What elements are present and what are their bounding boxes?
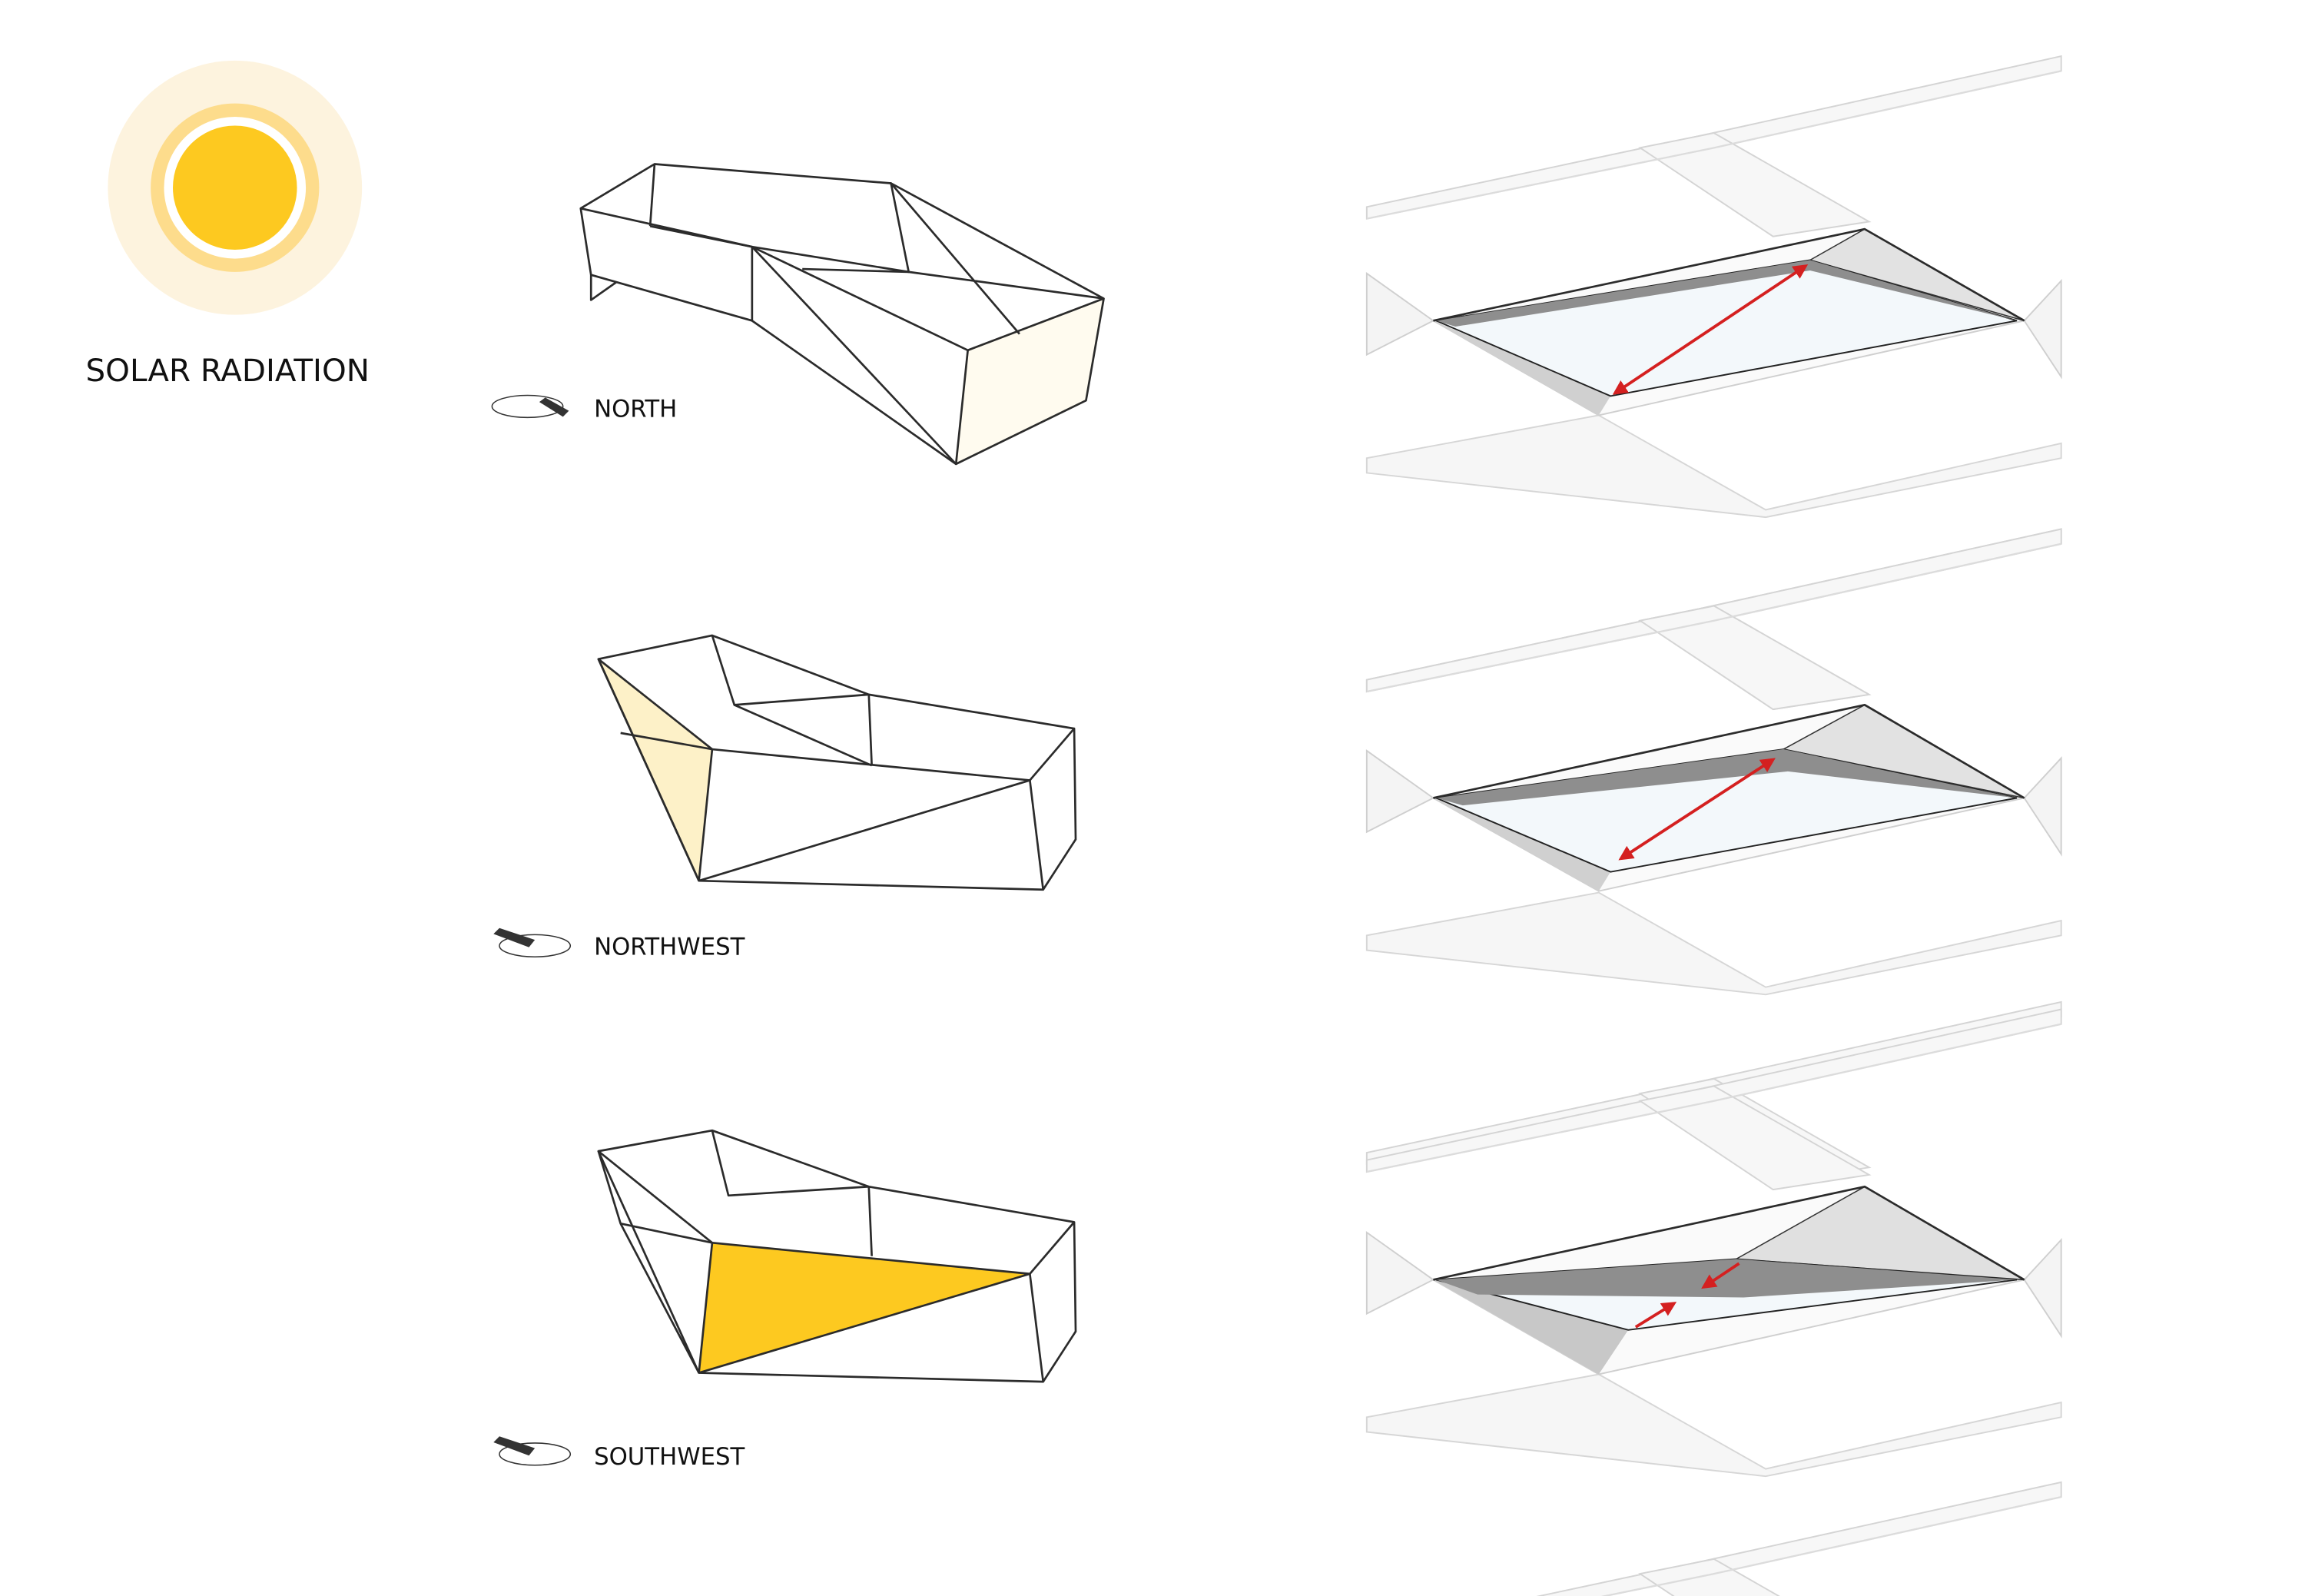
orientation-label-southwest: SOUTHWEST	[594, 1443, 745, 1471]
sun-icon	[108, 60, 363, 315]
diagram-title: SOLAR RADIATION	[86, 353, 370, 389]
building-north	[579, 163, 1105, 466]
building-southwest	[597, 1129, 1077, 1383]
sun-direction-southwest-icon	[493, 1436, 572, 1466]
skylight-panel-southwest	[1365, 1008, 2062, 1596]
sun-direction-north-icon	[491, 394, 569, 419]
span-arrow	[1634, 1302, 1677, 1329]
exposure-face	[956, 298, 1104, 464]
skylight-panel-northwest	[1365, 528, 2062, 1183]
span-arrow	[1701, 1262, 1740, 1289]
skylight-panel-north	[1365, 55, 2062, 711]
exposure-face	[598, 659, 712, 881]
sun-direction-northwest-icon	[493, 927, 572, 957]
span-arrow	[1612, 264, 1809, 395]
span-arrow	[1618, 758, 1776, 861]
orientation-label-north: NORTH	[594, 395, 677, 423]
exposure-face	[698, 1243, 1030, 1373]
orientation-label-northwest: NORTHWEST	[594, 933, 745, 961]
building-northwest	[597, 634, 1077, 891]
